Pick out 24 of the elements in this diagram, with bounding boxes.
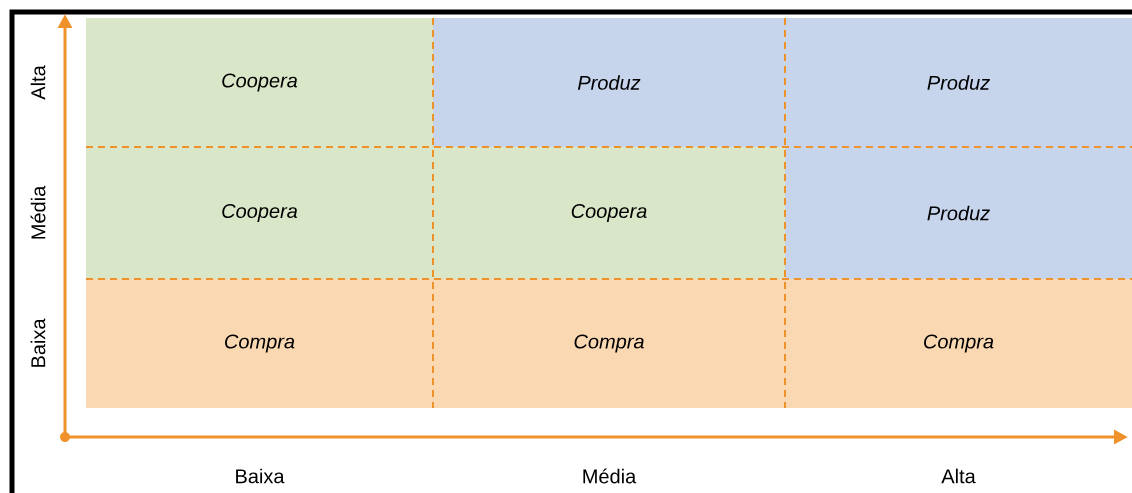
- matrix-cell: Produz: [785, 18, 1132, 147]
- matrix-cell: Coopera: [433, 147, 785, 279]
- node-label: Coopera: [222, 73, 298, 92]
- matrix-cell: Compra: [785, 279, 1132, 408]
- axis-label: Média: [583, 468, 637, 484]
- node-label: Compra: [924, 334, 994, 353]
- node-label: Compra: [574, 334, 644, 353]
- node-label: Produz: [927, 75, 990, 90]
- matrix-cell: Compra: [433, 279, 785, 408]
- node-label: Coopera: [222, 203, 298, 223]
- matrix-cell: Produz: [785, 147, 1132, 279]
- node-label: Coopera: [571, 203, 647, 223]
- matrix-cell: Coopera: [86, 147, 433, 279]
- axis-label: Média: [30, 185, 46, 239]
- matrix-cell: Produz: [433, 18, 785, 147]
- node-label: Compra: [225, 334, 295, 353]
- node-label: Produz: [927, 205, 990, 221]
- matrix-cell: Coopera: [86, 18, 433, 147]
- matrix-cell: Compra: [86, 279, 433, 408]
- axis-label: Baixa: [30, 318, 46, 367]
- axis-label: Alta: [30, 65, 46, 100]
- node-label: Produz: [577, 75, 641, 90]
- axis-label: Alta: [941, 468, 976, 484]
- axis-label: Baixa: [236, 468, 285, 484]
